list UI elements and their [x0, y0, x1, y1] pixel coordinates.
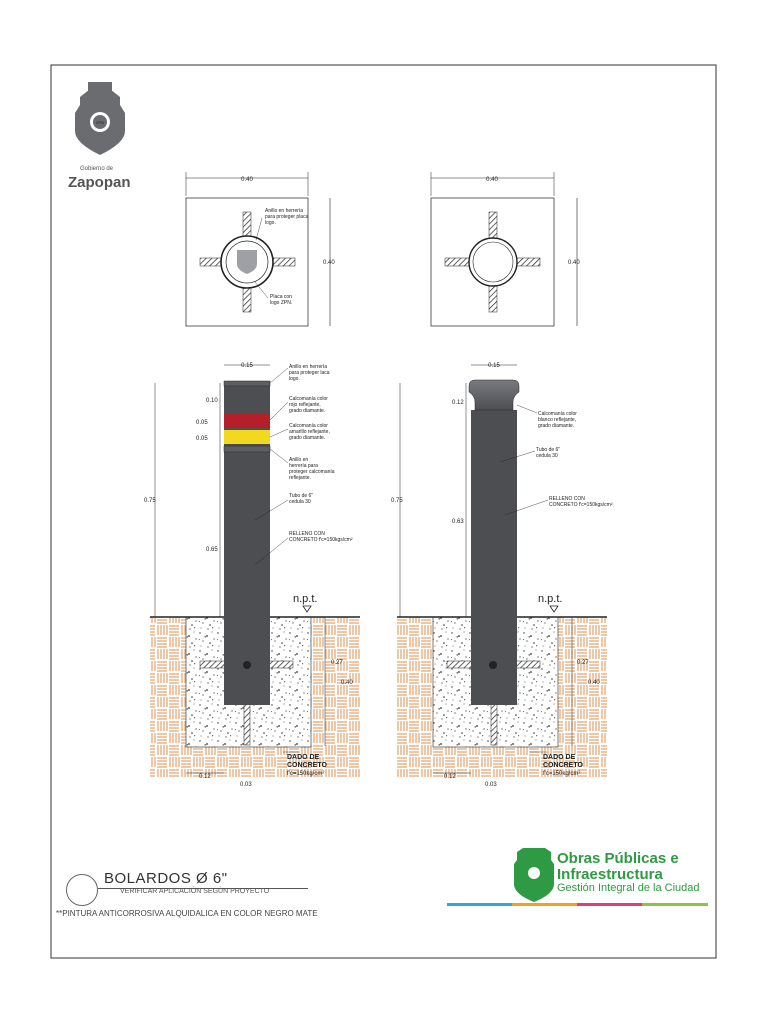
plan-left-height-dim: 0.40 [323, 260, 335, 266]
plan-right-width-dim: 0.40 [486, 177, 498, 183]
plan-right-height-dim: 0.40 [568, 260, 580, 266]
plan-view-right: 0.40 0.40 [430, 172, 580, 327]
obras-publicas-logo-icon [514, 848, 554, 902]
gov-name: Zapopan [68, 174, 131, 191]
elev-left-base-3: f'c=150kg/cm² [287, 771, 324, 777]
title-underline [98, 888, 308, 889]
elev-right-base-2: CONCRETO [543, 762, 583, 769]
brand-stripe-blue [447, 903, 512, 906]
sheet-frame [50, 64, 717, 959]
title-block: BOLARDOS Ø 6" VERIFICAR APLICACIÓN SEGÚN… [64, 868, 424, 928]
elev-right-dim-0: 0.12 [452, 400, 464, 406]
brand-line-2: Infraestructura [557, 866, 663, 883]
elev-right-base-3: f'c=150kg/cm² [543, 771, 580, 777]
elev-left-base-1: DADO DE [287, 754, 320, 761]
drawing-title: BOLARDOS Ø 6" [104, 870, 228, 887]
elev-left-dim-7: 0.12 [199, 774, 211, 780]
brand-stripe-orange [512, 903, 577, 906]
elev-left-dim-0: 0.10 [206, 398, 218, 404]
elev-left-dim-1: 0.05 [196, 420, 208, 426]
elev-right-dim-2: 0.63 [452, 519, 464, 525]
elev-right-dim-3: 0.27 [577, 660, 589, 666]
logo-mark: ZPN [96, 120, 104, 125]
drawing-subtitle: VERIFICAR APLICACIÓN SEGÚN PROYECTO [120, 888, 270, 895]
elev-right-top-dim: 0.15 [488, 363, 500, 369]
elev-left-dim-8: 0.03 [240, 782, 252, 788]
brand-line-3: Gestión Integral de la Ciudad [557, 882, 700, 894]
zapopan-logo: ZPN [75, 82, 125, 155]
brand-title: Obras Públicas e Infraestructura [557, 851, 679, 883]
title-circle [66, 874, 98, 906]
elev-right-npt: n.p.t. [538, 593, 562, 605]
brand-stripe-pink [577, 903, 642, 906]
elev-right-base-1: DADO DE [543, 754, 576, 761]
elev-left-npt: n.p.t. [293, 593, 317, 605]
elev-left-top-dim: 0.15 [241, 363, 253, 369]
elev-left-dim-6: 0.40 [341, 680, 353, 686]
elev-left-note-4: Tubo de 6"cedula 30 [289, 493, 313, 505]
plan-left-width-dim: 0.40 [241, 177, 253, 183]
elevation-left: 0.15 0.10 0.05 0.05 0.75 0.65 0.27 0.40 … [144, 363, 360, 788]
elev-right-dim-5: 0.12 [444, 774, 456, 780]
elev-left-base-2: CONCRETO [287, 762, 327, 769]
brand-line-1: Obras Públicas e [557, 850, 679, 867]
elev-right-dim-1: 0.75 [391, 498, 403, 504]
elev-left-dim-2: 0.05 [196, 436, 208, 442]
elev-right-dim-4: 0.40 [588, 680, 600, 686]
elev-right-dim-6: 0.03 [485, 782, 497, 788]
gov-label: Gobierno de [80, 166, 114, 172]
brand-stripe-green [642, 903, 708, 906]
elev-left-dim-5: 0.27 [331, 660, 343, 666]
paint-note: **PINTURA ANTICORROSIVA ALQUIDALICA EN C… [56, 909, 318, 918]
elevation-right: 0.15 0.12 0.75 0.63 0.27 0.40 0.12 0.03 … [391, 363, 613, 788]
elev-left-dim-4: 0.65 [206, 547, 218, 553]
elev-right-note-1: Tubo de 6"cedula 30 [536, 447, 560, 459]
elev-left-dim-3: 0.75 [144, 498, 156, 504]
